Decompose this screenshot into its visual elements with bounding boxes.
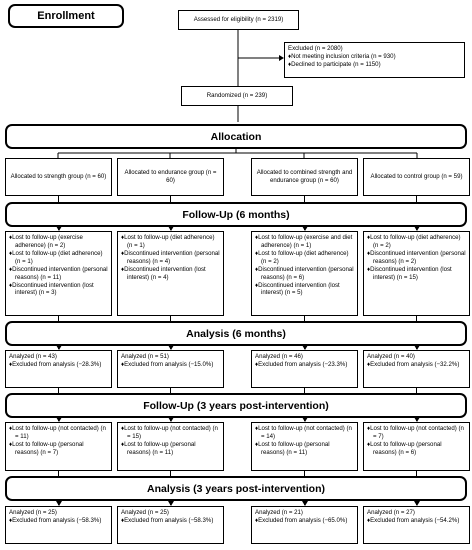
excluded-item: Declined to participate (n = 1150) [288,61,461,69]
excluded-from-analysis: Excluded from analysis (−58.3%) [9,517,108,525]
follow-up-6-box: Lost to follow-up (diet adherence) (n = … [117,231,224,316]
excluded-from-analysis: Excluded from analysis (−23.3%) [255,361,354,369]
follow-up-6-box: Lost to follow-up (exercise adherence) (… [5,231,112,316]
analysis-6-box: Analyzed (n = 43)Excluded from analysis … [5,350,112,388]
excluded-item: Not meeting inclusion criteria (n = 930) [288,53,461,61]
analysis-3y-box: Analyzed (n = 21)Excluded from analysis … [251,506,358,544]
follow-up-item: Lost to follow-up (not contacted) (n = 1… [255,425,354,441]
follow-up-item: Discontinued intervention (personal reas… [9,266,108,282]
follow-up-item: Lost to follow-up (personal reasons) (n … [121,441,220,457]
analysis-6-box: Analyzed (n = 40)Excluded from analysis … [363,350,470,388]
excluded-from-analysis: Excluded from analysis (−28.3%) [9,361,108,369]
analyzed-count: Analyzed (n = 25) [121,509,169,516]
follow-up-3y-box: Lost to follow-up (not contacted) (n = 7… [363,422,470,471]
excluded-from-analysis: Excluded from analysis (−54.2%) [367,517,466,525]
randomized-box: Randomized (n = 239) [181,86,293,106]
allocated-text: Allocated to strength group (n = 60) [10,173,107,181]
follow-up-item: Lost to follow-up (personal reasons) (n … [9,441,108,457]
arrow-down-icon [167,417,174,422]
follow-up-item: Discontinued intervention (lost interest… [367,266,466,282]
follow-up-item: Lost to follow-up (personal reasons) (n … [255,441,354,457]
excluded-from-analysis: Excluded from analysis (−58.3%) [121,517,220,525]
follow-up-item: Lost to follow-up (exercise adherence) (… [9,234,108,250]
follow-up-3y-box: Lost to follow-up (not contacted) (n = 1… [117,422,224,471]
follow-up-item: Discontinued intervention (personal reas… [121,250,220,266]
follow-up-item: Lost to follow-up (diet adherence) (n = … [121,234,220,250]
arrow-down-icon [413,417,420,422]
follow-up-item: Lost to follow-up (diet adherence) (n = … [9,250,108,266]
analyzed-count: Analyzed (n = 51) [121,353,169,360]
arrow-down-icon [301,501,308,506]
excluded-from-analysis: Excluded from analysis (−65.0%) [255,517,354,525]
follow-up-item: Discontinued intervention (lost interest… [9,282,108,298]
analyzed-count: Analyzed (n = 25) [9,509,57,516]
analyzed-count: Analyzed (n = 21) [255,509,303,516]
arrow-down-icon [55,501,62,506]
follow-up-item: Discontinued intervention (lost interest… [255,282,354,298]
analysis-3y-box: Analyzed (n = 25)Excluded from analysis … [5,506,112,544]
arrow-down-icon [167,226,174,231]
arrow-down-icon [301,226,308,231]
follow-up-item: Lost to follow-up (not contacted) (n = 7… [367,425,466,441]
arrow-right-icon [279,55,284,61]
allocated-box: Allocated to strength group (n = 60) [5,158,112,196]
analyzed-count: Analyzed (n = 40) [367,353,415,360]
analysis-6-box: Analyzed (n = 46)Excluded from analysis … [251,350,358,388]
arrow-down-icon [167,501,174,506]
follow-up-6-box: Lost to follow-up (diet adherence) (n = … [363,231,470,316]
follow-up-3y-box: Lost to follow-up (not contacted) (n = 1… [251,422,358,471]
analyzed-count: Analyzed (n = 46) [255,353,303,360]
follow-up-item: Lost to follow-up (exercise and diet adh… [255,234,354,250]
follow-up-item: Lost to follow-up (personal reasons) (n … [367,441,466,457]
excluded-box: Excluded (n = 2080) Not meeting inclusio… [284,42,465,78]
follow-up-item: Lost to follow-up (not contacted) (n = 1… [9,425,108,441]
allocated-text: Allocated to control group (n = 59) [370,173,463,181]
allocated-box: Allocated to endurance group (n = 60) [117,158,224,196]
arrow-down-icon [55,345,62,350]
arrow-down-icon [301,417,308,422]
follow-up-item: Discontinued intervention (personal reas… [367,250,466,266]
follow-up-item: Discontinued intervention (personal reas… [255,266,354,282]
analysis-6-box: Analyzed (n = 51)Excluded from analysis … [117,350,224,388]
analysis-3y-box: Analyzed (n = 25)Excluded from analysis … [117,506,224,544]
arrow-down-icon [167,345,174,350]
arrow-down-icon [413,226,420,231]
follow-up-item: Discontinued intervention (lost interest… [121,266,220,282]
analyzed-count: Analyzed (n = 27) [367,509,415,516]
allocated-text: Allocated to combined strength and endur… [256,169,353,184]
follow-up-3-years-stage: Follow-Up (3 years post-intervention) [5,393,467,418]
allocated-box: Allocated to combined strength and endur… [251,158,358,196]
enrollment-title: Enrollment [8,4,124,28]
follow-up-item: Lost to follow-up (diet adherence) (n = … [255,250,354,266]
allocated-box: Allocated to control group (n = 59) [363,158,470,196]
arrow-down-icon [55,226,62,231]
assessed-box: Assessed for eligibility (n = 2319) [178,10,299,30]
follow-up-6-months-stage: Follow-Up (6 months) [5,202,467,227]
analyzed-count: Analyzed (n = 43) [9,353,57,360]
analysis-6-months-stage: Analysis (6 months) [5,321,467,346]
allocation-stage: Allocation [5,124,467,149]
arrow-down-icon [301,345,308,350]
analysis-3-years-stage: Analysis (3 years post-intervention) [5,476,467,501]
follow-up-6-box: Lost to follow-up (exercise and diet adh… [251,231,358,316]
arrow-down-icon [413,501,420,506]
arrow-down-icon [55,417,62,422]
analysis-3y-box: Analyzed (n = 27)Excluded from analysis … [363,506,470,544]
excluded-from-analysis: Excluded from analysis (−32.2%) [367,361,466,369]
excluded-title: Excluded (n = 2080) [288,45,343,52]
follow-up-item: Lost to follow-up (not contacted) (n = 1… [121,425,220,441]
follow-up-item: Lost to follow-up (diet adherence) (n = … [367,234,466,250]
arrow-down-icon [413,345,420,350]
follow-up-3y-box: Lost to follow-up (not contacted) (n = 1… [5,422,112,471]
allocated-text: Allocated to endurance group (n = 60) [124,169,217,184]
excluded-from-analysis: Excluded from analysis (−15.0%) [121,361,220,369]
